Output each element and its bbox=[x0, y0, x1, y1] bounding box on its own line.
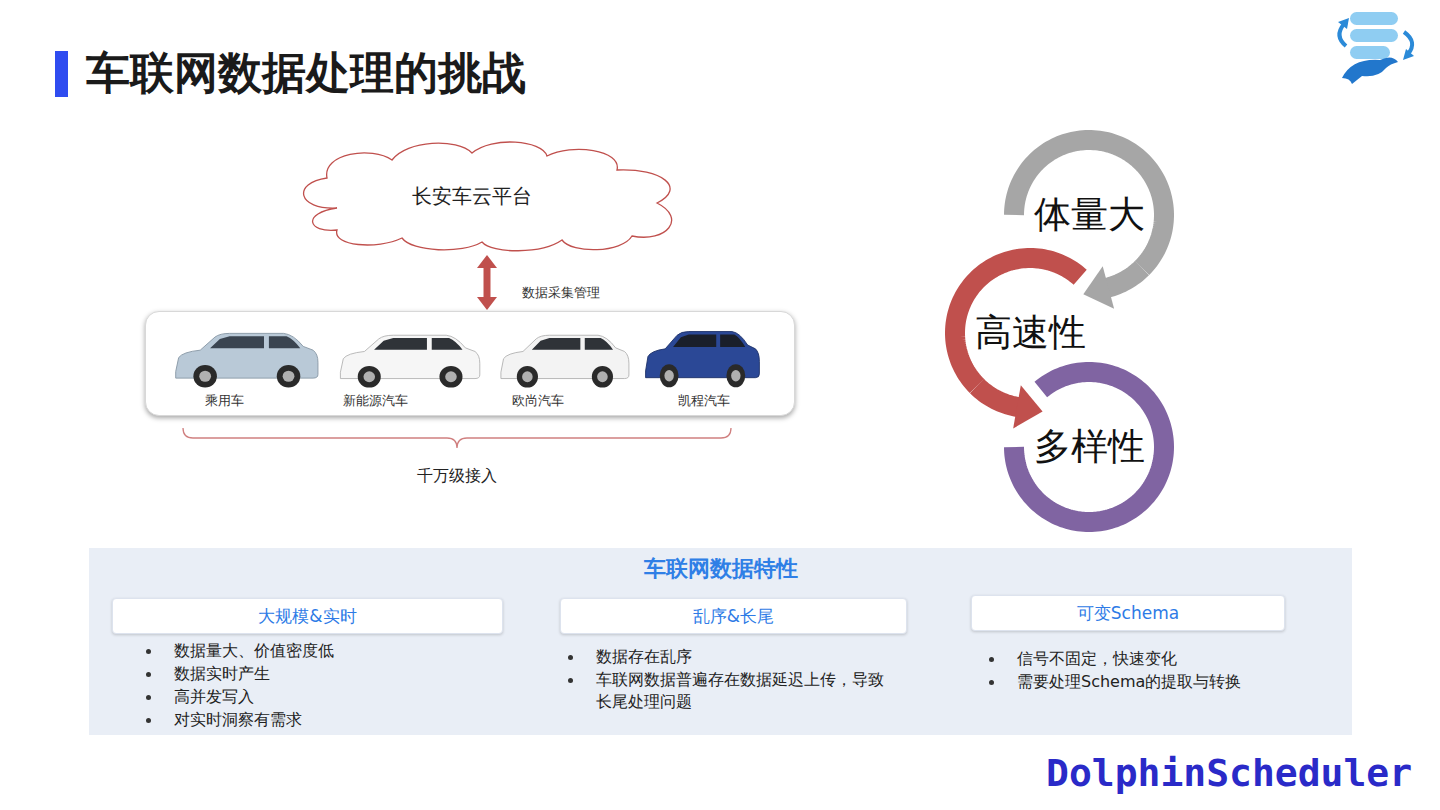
logo-bar bbox=[1350, 29, 1398, 42]
watermark: DolphinScheduler bbox=[1046, 751, 1412, 795]
car-pickup bbox=[646, 332, 760, 388]
bracket bbox=[183, 428, 731, 448]
feature-header: 可变Schema bbox=[971, 595, 1285, 631]
node-text: 高速性 bbox=[975, 308, 1086, 358]
logo-arrow bbox=[1339, 24, 1346, 46]
connector bbox=[477, 255, 497, 310]
arrowhead bbox=[477, 255, 497, 268]
bullet-item: 数据实时产生 bbox=[142, 663, 270, 685]
note-label: 千万级接入 bbox=[397, 465, 517, 487]
connector-arc bbox=[1107, 268, 1142, 288]
car-suv-white bbox=[501, 335, 629, 387]
text-holder: 长安车云平台 bbox=[277, 138, 697, 254]
vehicle-label: 凯程汽车 bbox=[659, 392, 749, 410]
cloud-path bbox=[304, 142, 672, 251]
title-bar bbox=[55, 51, 68, 97]
car-wheels bbox=[358, 366, 463, 388]
bullet-item: 高并发写入 bbox=[142, 686, 254, 708]
car-window bbox=[374, 338, 462, 350]
node-text: 乱序&长尾 bbox=[693, 605, 774, 628]
node-text: 长安车云平台 bbox=[412, 183, 532, 210]
connector bbox=[977, 385, 1043, 428]
ring-node: 体量大 bbox=[1003, 129, 1175, 301]
logo-arrowhead bbox=[1338, 18, 1349, 29]
arrowhead bbox=[1013, 385, 1042, 428]
ring-arc bbox=[1014, 372, 1164, 522]
bullet-item: 数据存在乱序 bbox=[564, 646, 692, 668]
bullet-item: 对实时洞察有需求 bbox=[142, 709, 302, 731]
vehicle-box: 乘用车 新能源汽车 欧尚汽车 凯程汽车 bbox=[145, 311, 795, 416]
band-title: 车联网数据特性 bbox=[89, 554, 1352, 584]
bullet-item: 信号不固定，快速变化 bbox=[985, 648, 1177, 670]
logo-arrow bbox=[1404, 32, 1412, 54]
connector-arc bbox=[977, 386, 1018, 407]
car-suv bbox=[176, 333, 318, 387]
node-text: 体量大 bbox=[1034, 190, 1145, 240]
text-holder: 乱序&长尾 bbox=[561, 599, 906, 633]
vehicle-label: 乘用车 bbox=[179, 392, 269, 410]
car-hatch bbox=[340, 335, 479, 387]
bullet-item: 车联网数据普遍存在数据延迟上传，导致长尾处理问题 bbox=[564, 669, 896, 713]
car-wheels bbox=[660, 364, 746, 387]
vehicle-label: 新能源汽车 bbox=[330, 392, 420, 410]
text-holder: 多样性 bbox=[1003, 361, 1175, 533]
logo-icon bbox=[1338, 12, 1414, 84]
car-window bbox=[532, 338, 613, 350]
logo-arrowhead bbox=[1403, 49, 1414, 60]
car-wheels bbox=[517, 366, 613, 388]
ring-node: 高速性 bbox=[944, 247, 1116, 419]
node-text: 多样性 bbox=[1034, 422, 1145, 472]
vehicle-label: 欧尚汽车 bbox=[493, 392, 583, 410]
connector-line bbox=[484, 267, 491, 298]
ring-node: 多样性 bbox=[1003, 361, 1175, 533]
bullet-item: 数据量大、价值密度低 bbox=[142, 640, 334, 662]
connector bbox=[1083, 266, 1142, 309]
cloud-node: 长安车云平台 bbox=[277, 138, 697, 254]
bullet-item: 需要处理Schema的提取与转换 bbox=[985, 671, 1241, 693]
text-holder: 体量大 bbox=[1003, 129, 1175, 301]
feature-header: 大规模&实时 bbox=[112, 598, 503, 634]
logo-dolphin bbox=[1342, 57, 1398, 84]
node-text: 可变Schema bbox=[1077, 602, 1179, 625]
node-text: 大规模&实时 bbox=[258, 605, 356, 628]
arrowhead bbox=[1083, 266, 1114, 309]
slide-title: 车联网数据处理的挑战 bbox=[86, 44, 526, 103]
car-wheels bbox=[193, 365, 300, 387]
car-window bbox=[673, 334, 745, 346]
text-holder: 大规模&实时 bbox=[113, 599, 502, 633]
feature-header: 乱序&长尾 bbox=[560, 598, 907, 634]
text-holder: 可变Schema bbox=[972, 596, 1284, 630]
edge-label: 数据采集管理 bbox=[522, 284, 600, 302]
arrowhead bbox=[477, 297, 497, 310]
logo-bar bbox=[1350, 12, 1398, 25]
text-holder: 高速性 bbox=[944, 247, 1116, 419]
car-window bbox=[210, 336, 300, 348]
logo-bar bbox=[1350, 46, 1390, 59]
